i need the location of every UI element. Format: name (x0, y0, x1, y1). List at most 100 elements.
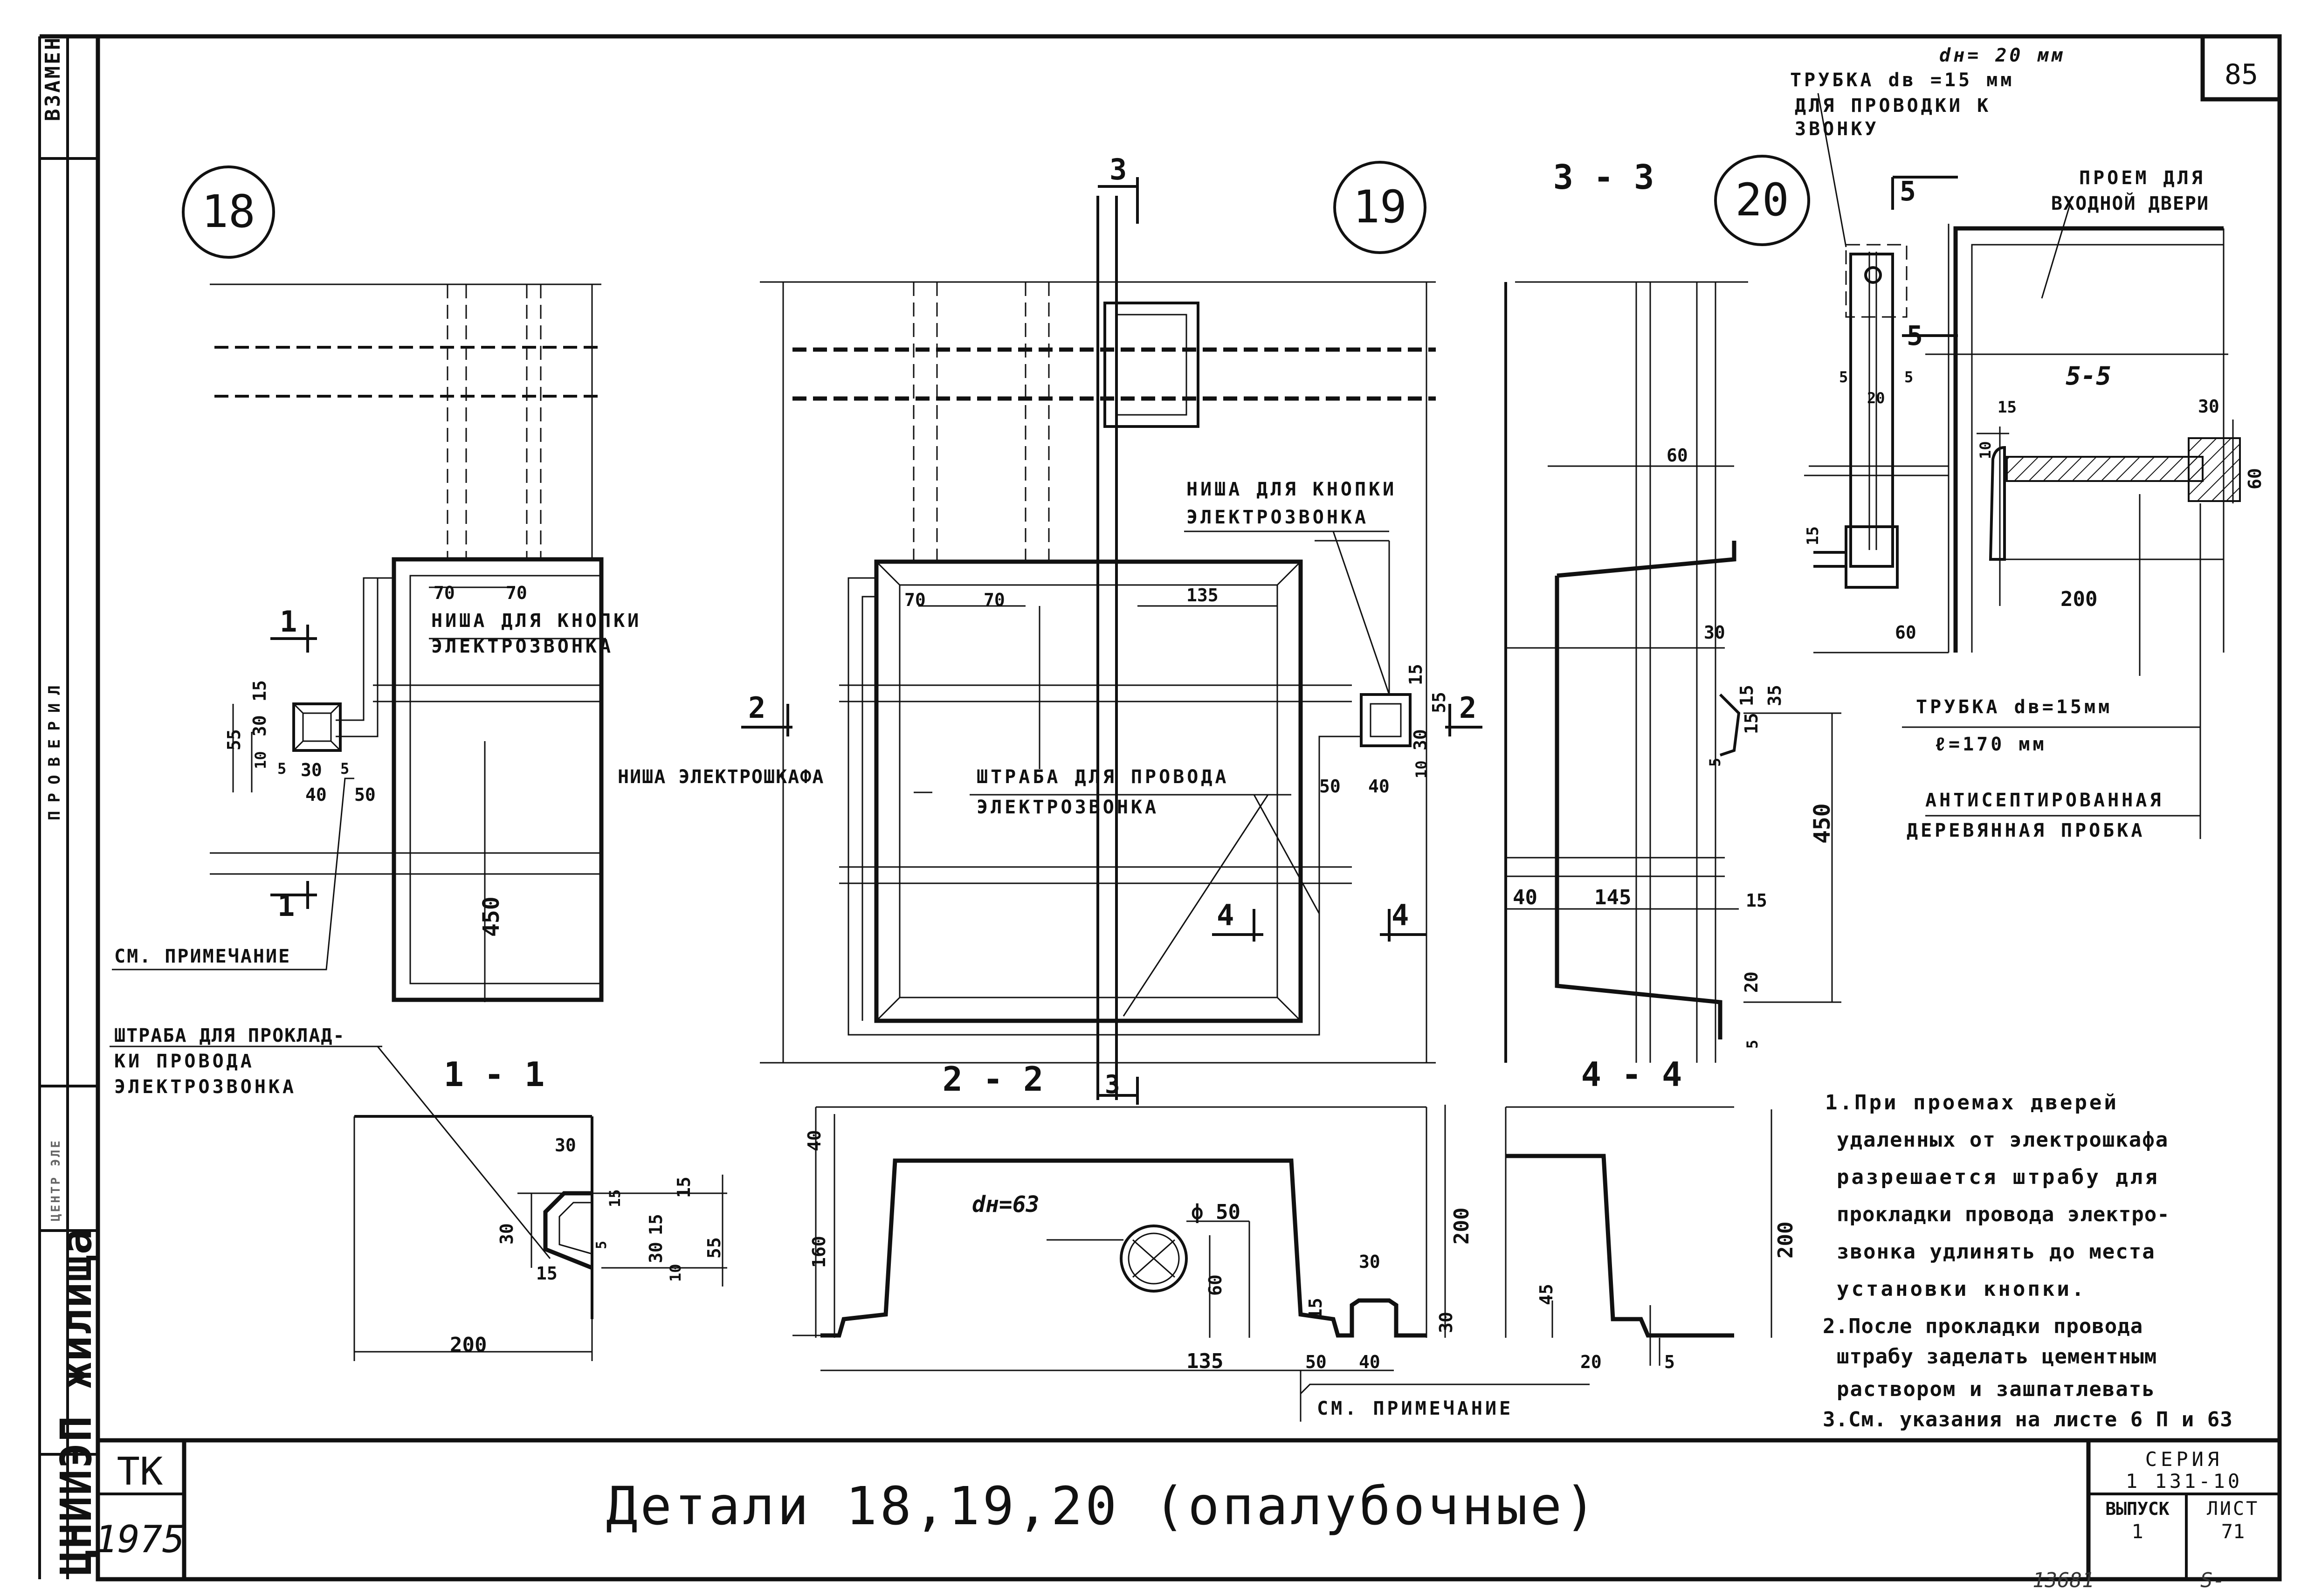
dim-label: 15 (1736, 685, 1757, 706)
detail-number-19: 19 (1353, 181, 1407, 233)
dim-label: 450 (1809, 803, 1835, 844)
dim-label: 40 (804, 1130, 825, 1151)
section-title-4-4: 4 - 4 (1581, 1055, 1682, 1094)
label-line: ВХОДНОЙ ДВЕРИ (2051, 192, 2209, 214)
dim-label: 5 (1743, 1040, 1761, 1049)
cut-mark-1-top: 1 (280, 605, 297, 639)
dim-label: 70 (904, 590, 926, 610)
note-line: раствором и зашпатлевать (1837, 1377, 2156, 1401)
handwritten-number: 13681 (2032, 1568, 2094, 1592)
dim-label: 70 (434, 583, 455, 603)
label-see-note-1: СМ. ПРИМЕЧАНИЕ (114, 946, 291, 967)
label-line: ДЛЯ ПРОВОДКИ К (1795, 95, 1991, 117)
dimensions-section-3-3: 60 30 15 35 15 5 450 40 145 15 20 5 (1513, 445, 1835, 1049)
dim-label: 15 (536, 1263, 558, 1284)
cut-mark-2-right: 2 (1459, 691, 1476, 725)
dim-label: 50 (354, 784, 376, 805)
dim-label: 55 (224, 729, 244, 750)
side-stamp-vzamen: ВЗАМЕН (41, 36, 65, 121)
cut-mark-5-top: 5 (1900, 175, 1916, 207)
label-line: ЭЛЕКТРОЗВОНКА (1186, 507, 1369, 528)
dim-label: 40 (1359, 1352, 1380, 1372)
note-line: установки кнопки. (1837, 1277, 2086, 1301)
dim-label: 15 (606, 1189, 624, 1207)
label-line: ℓ=170 мм (1935, 734, 2047, 755)
label-niche-cabinet: НИША ЭЛЕКТРОШКАФА (618, 766, 824, 788)
dim-label: 5 (1706, 758, 1724, 767)
dim-label: 15 (1305, 1298, 1326, 1319)
label-line: ШТРАБА ДЛЯ ПРОКЛАД- (114, 1025, 345, 1046)
dim-label: 20 (1580, 1352, 1602, 1372)
cut-mark-5-bottom: 5 (1907, 320, 1923, 351)
dim-label: 10 (1412, 760, 1430, 778)
dim-label: 10 (252, 751, 269, 769)
dim-label: 5 (277, 760, 286, 777)
label-line: НИША ДЛЯ КНОПКИ (431, 610, 641, 632)
note-line: прокладки провода электро- (1837, 1203, 2170, 1226)
dim-label: 15 (1741, 713, 1762, 734)
dim-label: 200 (2060, 587, 2097, 611)
label-niche-button-18: НИША ДЛЯ КНОПКИ ЭЛЕКТРОЗВОНКА (431, 610, 641, 657)
dim-label: 15 (1804, 526, 1822, 545)
dim-label: 30 (2198, 396, 2219, 417)
issue-label: ВЫПУСК (2105, 1499, 2169, 1519)
section-title-5-5: 5-5 (2066, 361, 2111, 391)
label-line: ЗВОНКУ (1795, 118, 1879, 140)
dim-label: 15 (646, 1214, 666, 1235)
note-line: звонка удлинять до места (1837, 1240, 2156, 1264)
dim-label: 30 (646, 1242, 666, 1263)
institute-stamp: ЦНИИЭП жилища (51, 1228, 101, 1575)
dim-label: 40 (305, 784, 327, 805)
dim-label: 15 (249, 680, 270, 702)
detail-20-drawing (1714, 93, 2241, 839)
note-line: 2.После прокладки провода (1823, 1314, 2143, 1338)
section-title-3-3: 3 - 3 (1553, 158, 1654, 197)
dim-label: 30 (1410, 729, 1431, 750)
title-block-tk: ТК (117, 1450, 163, 1494)
dim-label: 15 (1405, 664, 1426, 685)
dim-label: 200 (1774, 1222, 1798, 1259)
dim-label: 50 (1319, 776, 1341, 797)
sheet-label: ЛИСТ (2207, 1498, 2259, 1520)
label-phi50: ф 50 (1191, 1200, 1240, 1224)
side-stamp-faint: ЦЕНТР ЭЛЕ (49, 1139, 63, 1221)
dim-label: 145 (1594, 886, 1631, 909)
section-3-3-drawing (1504, 281, 1841, 1063)
label-line: ЭЛЕКТРОЗВОНКА (431, 636, 613, 657)
detail-18-drawing (110, 165, 606, 1259)
dim-label: 50 (1305, 1352, 1327, 1372)
label-line: НИША ДЛЯ КНОПКИ (1186, 479, 1397, 500)
dim-label: 5 (1904, 368, 1913, 386)
series-label: СЕРИЯ (2145, 1448, 2223, 1471)
sheet-value: 71 (2221, 1520, 2245, 1543)
note-line: удаленных от электрошкафа (1837, 1128, 2169, 1152)
dim-label: 55 (1429, 692, 1449, 713)
dim-label: 40 (1513, 886, 1537, 909)
dim-label: 70 (506, 583, 527, 603)
dim-label: 5 (1839, 368, 1848, 386)
dimensions-section-1-1: 30 30 15 5 15 30 10 15 55 15 200 (450, 1135, 724, 1357)
label-line: ТРУБКА dв=15мм (1916, 696, 2112, 718)
dim-label: 10 (1977, 441, 1994, 459)
dim-label: 160 (809, 1236, 829, 1268)
section-title-1-1: 1 - 1 (444, 1055, 545, 1094)
dim-label: 20 (1741, 971, 1762, 993)
dim-label: 15 (1998, 398, 2017, 417)
dim-label: 70 (984, 590, 1005, 610)
section-2-2-drawing (792, 1105, 1590, 1422)
label-line: ПРОЕМ ДЛЯ (2079, 167, 2205, 189)
dim-label: 135 (1186, 585, 1219, 605)
side-stamp-provereno: ПРОВЕРИЛ (45, 677, 64, 820)
note-line: штрабу заделать цементным (1837, 1345, 2157, 1369)
dim-label: 135 (1186, 1349, 1223, 1373)
section-1-1-drawing (353, 1115, 727, 1361)
dim-label: 60 (2245, 468, 2265, 489)
label-line: ДЕРЕВЯННАЯ ПРОБКА (1907, 820, 2145, 841)
label-dn63: dн=63 (972, 1191, 1040, 1218)
dim-label: 200 (450, 1333, 487, 1357)
dim-label: 60 (1205, 1274, 1226, 1296)
detail-number-18: 18 (201, 186, 255, 238)
dim-label: 30 (1704, 622, 1725, 643)
cut-mark-3-bottom: 3 (1105, 1070, 1120, 1099)
dim-label: 30 (1359, 1252, 1380, 1272)
